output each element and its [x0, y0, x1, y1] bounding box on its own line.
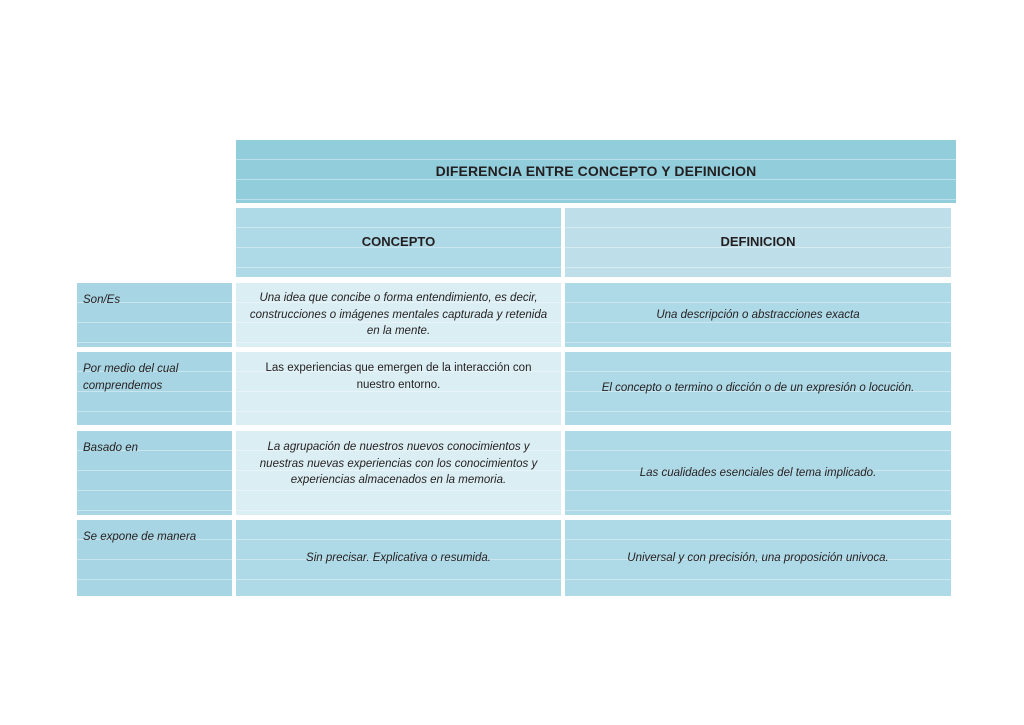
row-concepto-text-0: Una idea que concibe o forma entendimien… [249, 292, 548, 338]
row-concepto-cell-1: Las experiencias que emergen de la inter… [236, 352, 561, 425]
row-concepto-text-2: La agrupación de nuestros nuevos conocim… [259, 441, 538, 487]
row-concepto-cell-2: La agrupación de nuestros nuevos conocim… [236, 431, 561, 515]
table-row: Basado en [77, 431, 232, 515]
row-definicion-cell-2: Las cualidades esenciales del tema impli… [565, 431, 951, 515]
column-header-definicion-label: DEFINICION [720, 234, 796, 250]
table-row: Por medio del cual comprendemos [77, 352, 232, 425]
row-definicion-cell-0: Una descripción o abstracciones exacta [565, 283, 951, 347]
row-definicion-text-2: Las cualidades esenciales del tema impli… [639, 466, 877, 479]
table-row: Son/Es [77, 283, 232, 347]
table-title-text: DIFERENCIA ENTRE CONCEPTO Y DEFINICION [435, 163, 757, 180]
row-label-1: Por medio del cual comprendemos [83, 363, 179, 392]
row-concepto-text-3: Sin precisar. Explicativa o resumida. [306, 551, 491, 564]
row-label-3: Se expone de manera [83, 531, 197, 543]
table-row: Se expone de manera [77, 520, 232, 596]
column-header-definicion: DEFINICION [565, 208, 951, 277]
table-title-banner: DIFERENCIA ENTRE CONCEPTO Y DEFINICION [236, 140, 956, 203]
row-definicion-text-1: El concepto o termino o dicción o de un … [601, 382, 915, 395]
row-concepto-cell-3: Sin precisar. Explicativa o resumida. [236, 520, 561, 596]
column-header-concepto: CONCEPTO [236, 208, 561, 277]
row-label-2: Basado en [83, 442, 138, 454]
row-label-0: Son/Es [83, 294, 121, 306]
row-definicion-cell-1: El concepto o termino o dicción o de un … [565, 352, 951, 425]
column-header-concepto-label: CONCEPTO [361, 234, 436, 250]
row-definicion-cell-3: Universal y con precisión, una proposici… [565, 520, 951, 596]
row-definicion-text-0: Una descripción o abstracciones exacta [656, 308, 860, 321]
row-concepto-text-1: Las experiencias que emergen de la inter… [265, 362, 532, 391]
row-definicion-text-3: Universal y con precisión, una proposici… [627, 551, 889, 564]
row-concepto-cell-0: Una idea que concibe o forma entendimien… [236, 283, 561, 347]
